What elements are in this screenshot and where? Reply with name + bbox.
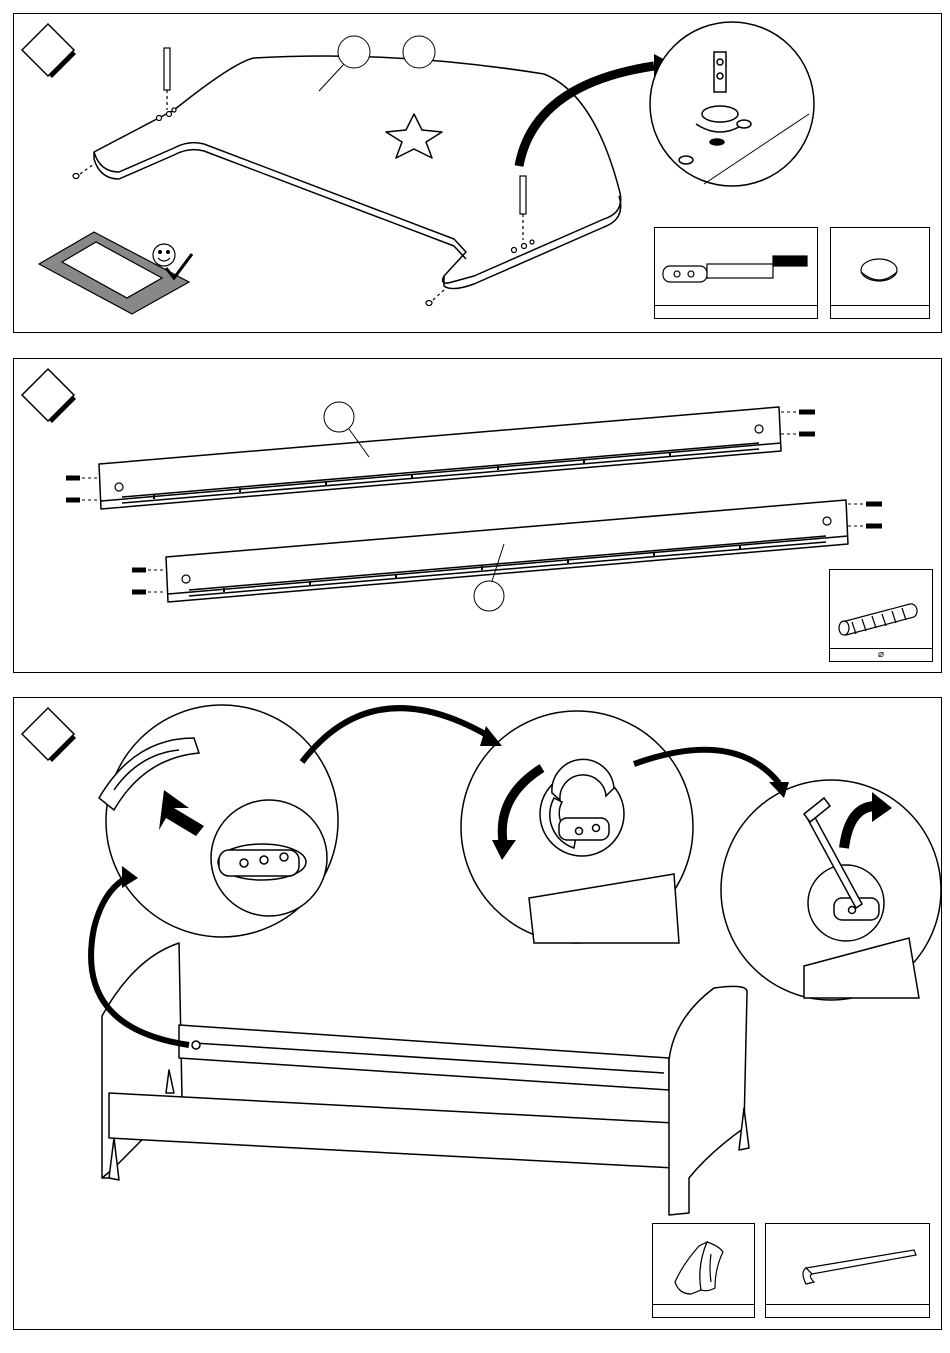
inset-caption: ⌀ xyxy=(830,648,932,661)
part-callout xyxy=(474,581,504,611)
inset-caption xyxy=(653,1304,754,1317)
hardware-inset xyxy=(652,1223,755,1318)
cam-bolt-icon xyxy=(655,228,819,308)
step-3-panel xyxy=(13,697,942,1330)
side-rail xyxy=(99,407,781,509)
part-callout xyxy=(403,36,435,68)
wooden-dowel-icon xyxy=(830,570,934,650)
bed-rail xyxy=(109,1093,674,1168)
side-rail xyxy=(166,500,848,602)
inset-caption xyxy=(766,1304,929,1317)
allen-key-icon xyxy=(766,1224,931,1307)
cam-lock-cover-icon xyxy=(653,1224,756,1307)
cover-cap-icon xyxy=(831,228,931,308)
hardware-inset xyxy=(830,227,930,319)
hardware-inset xyxy=(654,227,818,319)
part-callout xyxy=(324,402,354,432)
hardware-inset xyxy=(765,1223,930,1318)
step-1-panel xyxy=(13,13,942,333)
soft-surface-icon xyxy=(39,232,192,314)
step-2-illustration xyxy=(14,359,943,674)
bed-footboard xyxy=(669,986,747,1215)
inset-caption xyxy=(655,305,817,318)
detail-magnifier xyxy=(721,780,941,1000)
step-2-panel: ⌀ xyxy=(13,358,942,673)
detail-magnifier xyxy=(99,705,338,937)
hardware-inset: ⌀ xyxy=(829,569,933,662)
part-callout xyxy=(338,36,370,68)
inset-caption xyxy=(831,305,929,318)
detail-magnifier xyxy=(650,22,814,186)
direction-arrow xyxy=(302,708,492,762)
